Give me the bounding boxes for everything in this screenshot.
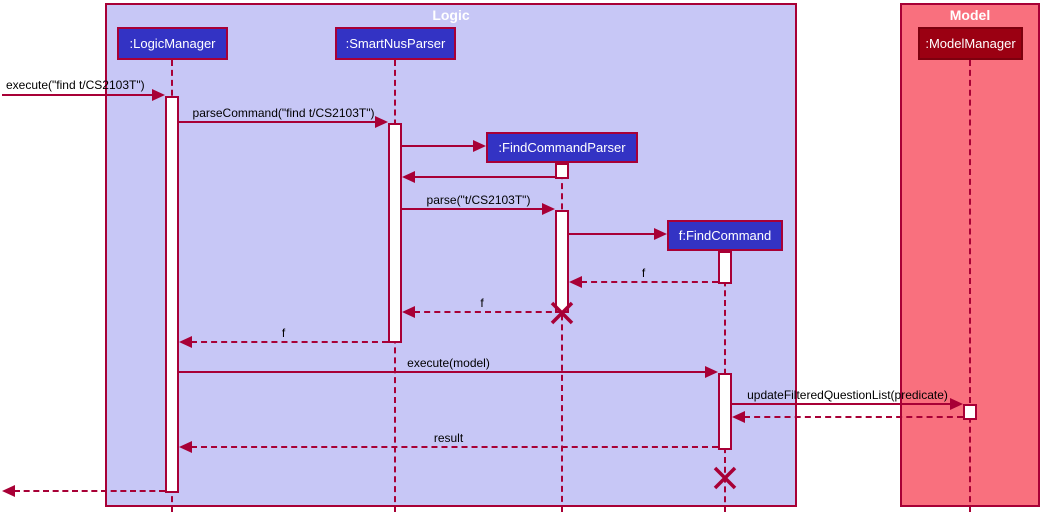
lifeline-model-manager (969, 60, 971, 512)
activation-logic-manager (165, 96, 179, 493)
message-line-return-f3 (191, 341, 388, 343)
message-line-create-command (569, 233, 655, 235)
activation-find-command-create (718, 251, 732, 284)
message-line-update-filtered (732, 403, 951, 405)
participant-find-command-parser-label: :FindCommandParser (498, 140, 626, 155)
arrowhead-parser-created-icon (402, 171, 415, 183)
arrowhead-update-filtered-icon (950, 398, 963, 410)
message-line-final-return (14, 490, 165, 492)
message-line-parser-created (414, 176, 555, 178)
arrowhead-return-f3-icon (179, 336, 192, 348)
frame-logic-title: Logic (432, 7, 470, 23)
message-line-execute-model (179, 371, 706, 373)
frame-logic: Logic (105, 3, 797, 507)
message-line-execute (2, 94, 153, 96)
destroy-x-find-command-icon (713, 466, 737, 490)
message-label-update-filtered: updateFilteredQuestionList(predicate) (747, 388, 948, 402)
participant-logic-manager: :LogicManager (117, 27, 228, 60)
message-line-return-f2 (414, 311, 562, 313)
arrowhead-return-f1-icon (569, 276, 582, 288)
arrowhead-parse-icon (542, 203, 555, 215)
destroy-x-find-command-parser-icon (550, 301, 574, 325)
participant-model-manager-label: :ModelManager (925, 36, 1016, 51)
participant-find-command-label: f:FindCommand (678, 228, 772, 243)
frame-model-title: Model (949, 7, 991, 23)
arrowhead-execute-icon (152, 89, 165, 101)
arrowhead-create-parser-icon (473, 140, 486, 152)
arrowhead-result-icon (179, 441, 192, 453)
activation-find-command-execute (718, 373, 732, 450)
arrowhead-execute-model-icon (705, 366, 718, 378)
message-label-return-f3: f (281, 326, 286, 340)
activation-model-manager (963, 404, 977, 420)
message-label-return-f2: f (480, 296, 484, 310)
message-line-create-parser (402, 145, 474, 147)
arrowhead-model-return-icon (732, 411, 745, 423)
message-label-result: result (433, 431, 464, 445)
participant-find-command-parser: :FindCommandParser (486, 132, 638, 163)
participant-find-command: f:FindCommand (667, 220, 783, 251)
message-line-parse (402, 208, 543, 210)
message-label-parse-command: parseCommand("find t/CS2103T") (192, 106, 375, 120)
participant-smartnus-parser: :SmartNusParser (335, 27, 456, 60)
arrowhead-create-command-icon (654, 228, 667, 240)
arrowhead-final-return-icon (2, 485, 15, 497)
message-line-model-return (744, 416, 963, 418)
participant-smartnus-parser-label: :SmartNusParser (345, 36, 446, 51)
message-label-execute: execute("find t/CS2103T") (6, 78, 145, 92)
message-line-return-f1 (581, 281, 718, 283)
message-line-parse-command (179, 121, 376, 123)
participant-logic-manager-label: :LogicManager (129, 36, 216, 51)
lifeline-find-command-parser (561, 163, 563, 512)
arrowhead-return-f2-icon (402, 306, 415, 318)
message-label-execute-model: execute(model) (407, 356, 490, 370)
participant-model-manager: :ModelManager (918, 27, 1023, 60)
activation-smartnus-parser (388, 123, 402, 343)
message-line-result (191, 446, 718, 448)
activation-find-command-parser-create (555, 163, 569, 179)
arrowhead-parse-command-icon (375, 116, 388, 128)
message-label-return-f1: f (641, 266, 646, 280)
message-label-parse: parse("t/CS2103T") (426, 193, 531, 207)
